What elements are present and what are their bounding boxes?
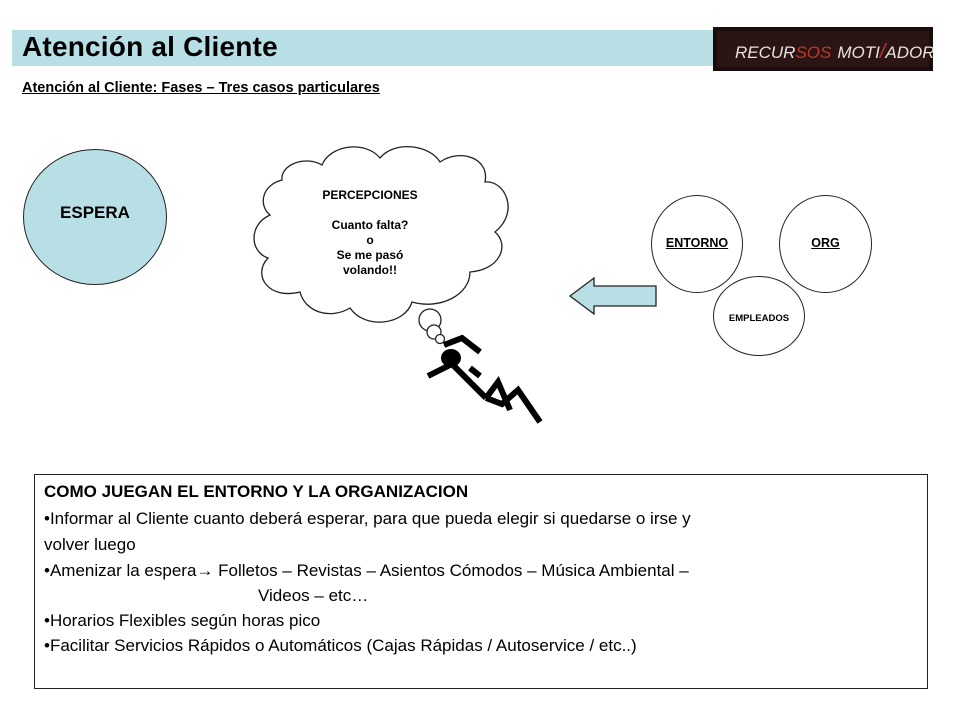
org-circle — [779, 195, 872, 293]
entorno-label: ENTORNO — [665, 236, 729, 250]
info-line-3-a: •Amenizar la espera — [44, 561, 197, 580]
logo-text-a: RECUR — [735, 43, 795, 62]
info-line-6: •Facilitar Servicios Rápidos o Automátic… — [44, 636, 637, 655]
info-line-3: •Amenizar la espera→ Folletos – Revistas… — [44, 561, 689, 581]
espera-circle — [23, 149, 167, 285]
empleados-circle — [713, 276, 805, 356]
left-arrow-icon — [568, 276, 657, 316]
info-line-5: •Horarios Flexibles según horas pico — [44, 611, 321, 630]
espera-label: ESPERA — [60, 203, 130, 222]
cloud-line-5: Se me pasó — [336, 248, 404, 262]
cloud-line-6: volando!! — [343, 263, 397, 277]
cloud-line-2 — [290, 203, 450, 218]
subtitle: Atención al Cliente: Fases – Tres casos … — [22, 80, 380, 96]
title-bar — [12, 30, 717, 66]
logo-text-b: SOS — [795, 43, 832, 62]
empleados-label: EMPLEADOS — [728, 313, 790, 324]
relaxing-person-icon — [426, 334, 543, 424]
info-box — [34, 474, 928, 689]
info-title: COMO JUEGAN EL ENTORNO Y LA ORGANIZACION — [44, 482, 469, 501]
org-label: ORG — [811, 236, 840, 250]
info-line-3-b: Folletos – Revistas – Asientos Cómodos –… — [213, 561, 689, 580]
entorno-circle — [651, 195, 743, 293]
info-line-2: volver luego — [44, 535, 136, 554]
cloud-line-1: PERCEPCIONES — [322, 188, 418, 202]
info-line-4: Videos – etc… — [258, 586, 369, 605]
logo-text-d: ADORES — [884, 43, 933, 62]
right-arrow-icon: → — [196, 561, 214, 580]
thought-bubble-small — [434, 333, 446, 345]
thought-cloud — [253, 146, 509, 323]
logo-text-c: MOTI — [837, 43, 880, 62]
cloud-line-3: Cuanto falta? — [331, 218, 409, 232]
info-line-1: •Informar al Cliente cuanto deberá esper… — [44, 509, 691, 528]
diagram-shapes — [253, 146, 657, 424]
cloud-text: PERCEPCIONES Cuanto falta? o Se me pasó … — [290, 188, 450, 278]
page-title: Atención al Cliente — [22, 31, 278, 62]
cloud-line-4: o — [366, 233, 374, 247]
